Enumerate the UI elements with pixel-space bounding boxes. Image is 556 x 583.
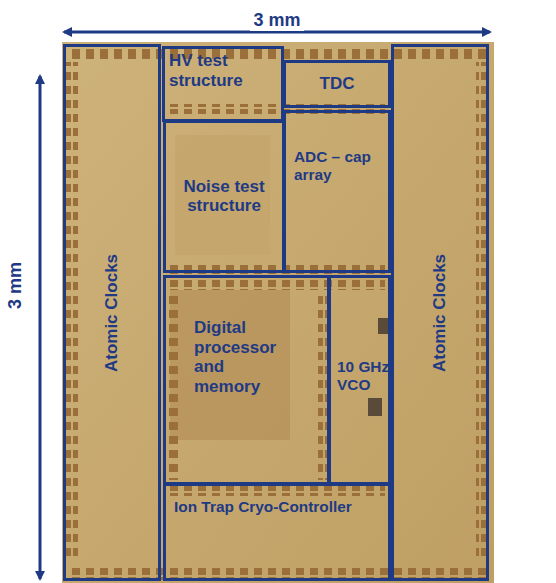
- pad-row: [170, 486, 385, 496]
- block-outline: ADC – cap array: [283, 110, 391, 273]
- logic-area: [170, 290, 290, 440]
- block-label: Noise test structure: [168, 177, 280, 216]
- block-outline: HV test structure: [162, 46, 284, 122]
- pad-column: [66, 62, 78, 562]
- block-outline: Atomic Clocks: [391, 44, 489, 581]
- pad-column: [318, 290, 328, 480]
- block-outline: Digital processor and memory: [163, 275, 330, 485]
- dimension-label: 3 mm: [6, 258, 27, 311]
- dimension-label: 3 mm: [250, 10, 303, 31]
- block-outline: Ion Trap Cryo-Controller: [163, 483, 391, 581]
- block-outline: 10 GHz VCO: [328, 275, 391, 485]
- block-label: ADC – cap array: [294, 148, 390, 183]
- dimension-arrow: [64, 31, 490, 34]
- dimension-arrow: [39, 76, 42, 579]
- block-outline: Noise test structure: [163, 120, 285, 273]
- block-outline: TDC: [283, 60, 391, 108]
- block-label: Ion Trap Cryo-Controller: [174, 498, 389, 516]
- block-label: HV test structure: [169, 51, 279, 90]
- block-outline: Atomic Clocks: [63, 44, 161, 581]
- block-label: Digital processor and memory: [194, 318, 294, 396]
- inductor: [368, 398, 382, 416]
- die: [62, 42, 494, 583]
- block-label: Atomic Clocks: [102, 253, 122, 371]
- pad-row: [170, 280, 385, 290]
- block-label: TDC: [289, 74, 385, 94]
- block-label: Atomic Clocks: [430, 253, 450, 371]
- block-label: 10 GHz VCO: [337, 358, 391, 393]
- pad-column: [168, 290, 178, 480]
- pad-row: [70, 48, 488, 60]
